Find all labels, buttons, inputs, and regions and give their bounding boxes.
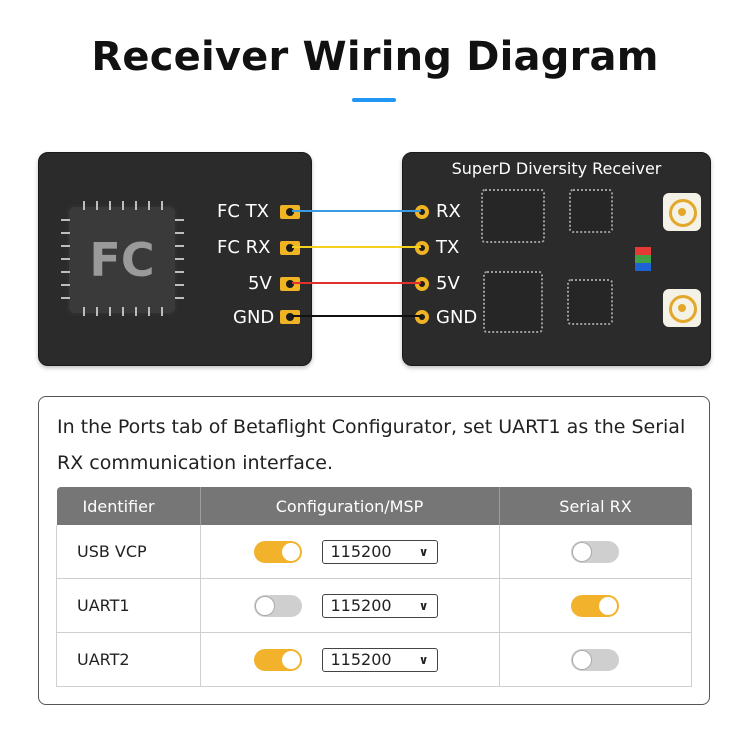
port-configuration-cell: 115200 ∨: [200, 525, 500, 579]
serial-rx-toggle-uart2[interactable]: [571, 648, 620, 671]
chevron-down-icon: ∨: [418, 598, 429, 613]
fc-chip-pins-left: [61, 219, 70, 299]
instruction-panel: In the Ports tab of Betaflight Configura…: [38, 396, 710, 705]
fc-chip: FC: [67, 205, 177, 315]
antenna-connector-top: [663, 193, 701, 231]
header-serial-rx: Serial RX: [499, 487, 692, 525]
fc-pad-5v: [280, 277, 300, 291]
baud-rate-select-uart2[interactable]: 115200 ∨: [321, 647, 438, 672]
fc-pin-label-gnd: GND: [233, 307, 275, 328]
msp-toggle-uart2[interactable]: [253, 648, 302, 671]
baud-rate-value: 115200: [330, 542, 392, 561]
instruction-text: In the Ports tab of Betaflight Configura…: [57, 416, 686, 474]
rx-pin-label-rx: RX: [436, 201, 461, 222]
port-serial-rx-cell: [499, 525, 692, 579]
rx-pin-label-tx: TX: [436, 237, 460, 258]
receiver-title: SuperD Diversity Receiver: [451, 159, 662, 178]
fc-chip-pins-right: [175, 219, 184, 299]
fc-pin-label-5v: 5V: [248, 273, 272, 294]
rgb-led: [635, 247, 651, 271]
fc-chip-pins-bottom: [83, 307, 163, 316]
port-configuration-cell: 115200 ∨: [200, 578, 500, 633]
port-serial-rx-cell: [499, 632, 692, 687]
toggle-knob: [281, 650, 300, 669]
fc-pad-tx: [280, 205, 300, 219]
header-identifier: Identifier: [56, 487, 201, 525]
rx-chip-small-top: [569, 189, 613, 233]
ports-table: Identifier Configuration/MSP Serial RX U…: [56, 487, 692, 687]
ports-table-header: Identifier Configuration/MSP Serial RX: [56, 487, 692, 525]
baud-rate-select-usb-vcp[interactable]: 115200 ∨: [321, 539, 438, 564]
rx-pin-label-5v: 5V: [436, 273, 460, 294]
msp-toggle-usb-vcp[interactable]: [253, 540, 302, 563]
title-underline: [352, 98, 396, 102]
rx-chip-main-top: [481, 189, 545, 243]
baud-rate-value: 115200: [330, 650, 392, 669]
port-serial-rx-cell: [499, 578, 692, 633]
rx-chip-main-bottom: [483, 271, 543, 333]
chevron-down-icon: ∨: [418, 544, 429, 559]
fc-pin-label-rx: FC RX: [217, 237, 271, 258]
port-identifier: UART1: [56, 578, 201, 633]
rx-pad-gnd: [415, 310, 429, 324]
ports-table-row: UART1 115200 ∨: [56, 578, 692, 633]
chevron-down-icon: ∨: [418, 652, 429, 667]
rx-chip-small-bottom: [567, 279, 613, 325]
baud-rate-select-uart1[interactable]: 115200 ∨: [321, 593, 438, 618]
toggle-knob: [281, 542, 300, 561]
ports-table-row: UART2 115200 ∨: [56, 632, 692, 687]
rx-pad-5v: [415, 277, 429, 291]
toggle-knob: [573, 650, 592, 669]
flight-controller-board: FC FC TX FC RX 5V GND: [38, 152, 312, 366]
page-title: Receiver Wiring Diagram: [91, 34, 659, 80]
toggle-knob: [573, 542, 592, 561]
receiver-board: SuperD Diversity Receiver RX TX 5V GND: [402, 152, 711, 366]
baud-rate-value: 115200: [330, 596, 392, 615]
fc-pin-label-tx: FC TX: [217, 201, 269, 222]
toggle-knob: [599, 596, 618, 615]
fc-chip-label: FC: [89, 233, 155, 287]
msp-toggle-uart1[interactable]: [253, 594, 302, 617]
port-configuration-cell: 115200 ∨: [200, 632, 500, 687]
port-identifier: UART2: [56, 632, 201, 687]
fc-pad-gnd: [280, 310, 300, 324]
rx-pin-label-gnd: GND: [436, 307, 478, 328]
header-configuration-msp: Configuration/MSP: [200, 487, 500, 525]
port-identifier: USB VCP: [56, 525, 201, 579]
rx-pad-tx: [415, 241, 429, 255]
ports-table-row: USB VCP 115200 ∨: [56, 525, 692, 579]
antenna-connector-bottom: [663, 289, 701, 327]
fc-pad-rx: [280, 241, 300, 255]
serial-rx-toggle-usb-vcp[interactable]: [571, 540, 620, 563]
serial-rx-toggle-uart1[interactable]: [571, 594, 620, 617]
rx-pad-rx: [415, 205, 429, 219]
toggle-knob: [255, 596, 274, 615]
fc-chip-pins-top: [83, 201, 163, 210]
